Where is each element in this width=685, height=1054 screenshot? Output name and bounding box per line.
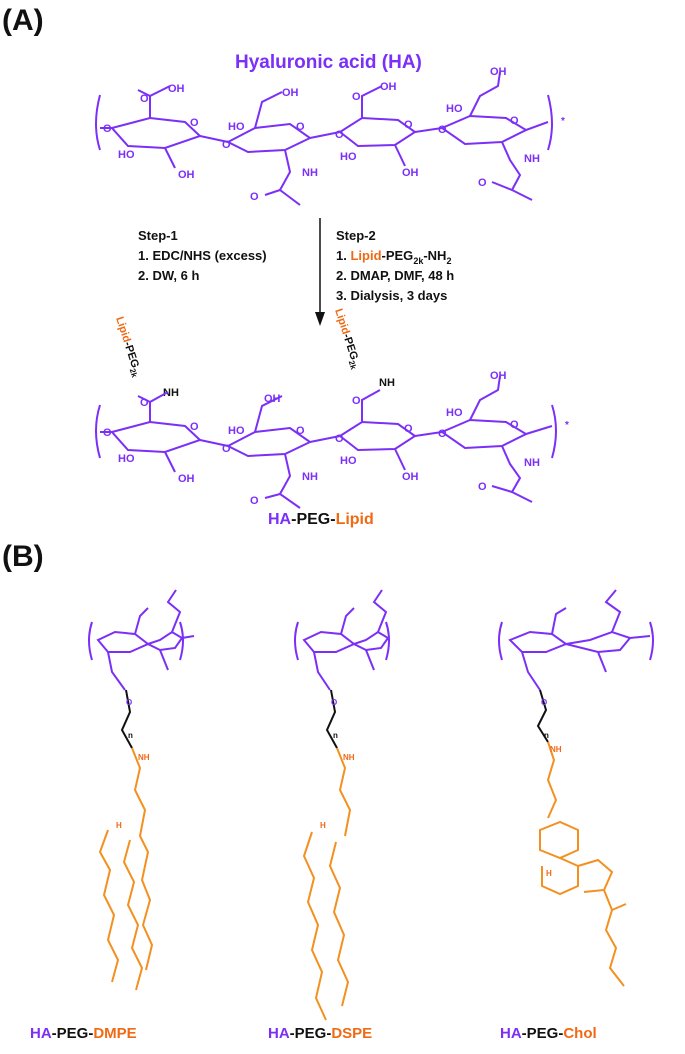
atom-label: O (541, 698, 547, 707)
atom-label: H (546, 869, 552, 878)
atom-label: O (140, 93, 149, 105)
atom-label: HO (228, 121, 245, 133)
atom-label: NH (550, 745, 562, 754)
svg-text:Lipid-PEG2k: Lipid-PEG2k (111, 315, 144, 379)
atom-label: NH (302, 167, 318, 179)
atom-label: O (103, 427, 112, 439)
step-2-line-3: 3. Dialysis, 3 days (336, 288, 447, 303)
atom-label: * (561, 116, 565, 127)
svg-text:Lipid-PEG2k: Lipid-PEG2k (330, 307, 363, 371)
atom-label: H (116, 821, 122, 830)
atom-label: H (320, 821, 326, 830)
atom-label: HO (228, 425, 245, 437)
panel-a-label: (A) (2, 4, 44, 37)
step-1-conditions: Step-1 1. EDC/NHS (excess) 2. DW, 6 h (138, 228, 267, 283)
conjugate-chol-structure (498, 589, 654, 987)
atom-label: O (190, 117, 199, 129)
atom-label: * (565, 420, 569, 431)
conjugate-dmpe-atom-labels: O n NH H (116, 698, 150, 830)
atom-label: O (438, 428, 447, 440)
atom-label: OH (490, 66, 507, 78)
atom-label: O (103, 123, 112, 135)
atom-label: OH (168, 83, 185, 95)
step-2-conditions: Step-2 1. Lipid-PEG2k-NH2 2. DMAP, DMF, … (336, 228, 454, 303)
atom-label: OH (402, 471, 419, 483)
atom-label: O (140, 397, 149, 409)
atom-label: O (222, 139, 231, 151)
atom-label: HO (340, 151, 357, 163)
atom-label: HO (118, 453, 135, 465)
conjugate-dspe-atom-labels: O n NH H (320, 698, 355, 830)
atom-label: NH (524, 457, 540, 469)
atom-label: O (250, 191, 259, 203)
atom-label: O (478, 177, 487, 189)
atom-label: n (333, 731, 338, 740)
atom-label: HO (446, 407, 463, 419)
step-2-title: Step-2 (336, 228, 376, 243)
atom-label: O (352, 395, 361, 407)
atom-label: HO (446, 103, 463, 115)
atom-label: O (222, 443, 231, 455)
panel-b-label: (B) (2, 540, 44, 573)
pendant-lipid-peg-left: Lipid-PEG2k (111, 315, 144, 379)
ha-backbone-top (95, 71, 553, 206)
ha-backbone-bottom (95, 375, 557, 509)
atom-label: OH (264, 393, 281, 405)
atom-label: OH (490, 370, 507, 382)
atom-label: O (478, 481, 487, 493)
atom-label: O (510, 419, 519, 431)
step-2-line-1: 1. Lipid-PEG2k-NH2 (336, 248, 451, 266)
atom-label: OH (402, 167, 419, 179)
pendant-lipid-peg-right: Lipid-PEG2k (330, 307, 363, 371)
reaction-arrowhead (315, 312, 325, 326)
atom-label: O (352, 91, 361, 103)
atom-label: HO (340, 455, 357, 467)
step-2-line-2: 2. DMAP, DMF, 48 h (336, 268, 454, 283)
conjugate-dmpe-structure (88, 589, 195, 991)
atom-label: n (544, 731, 549, 740)
conjugate-chol-atom-labels: O n NH H (541, 698, 562, 878)
step-1-title: Step-1 (138, 228, 178, 243)
step-1-line-2: 2. DW, 6 h (138, 268, 199, 283)
atom-label: OH (178, 473, 195, 485)
step-1-line-1: 1. EDC/NHS (excess) (138, 248, 267, 263)
conjugate-dspe-structure (294, 589, 390, 1021)
ha-title: Hyaluronic acid (HA) (235, 52, 422, 73)
atom-label: NH (302, 471, 318, 483)
atom-label: OH (282, 87, 299, 99)
atom-label: NH (343, 753, 355, 762)
atom-label: O (296, 425, 305, 437)
atom-label: NH (138, 753, 150, 762)
atom-label: OH (380, 81, 397, 93)
atom-label: O (126, 698, 132, 707)
pendant-nh-left: NH (163, 387, 179, 399)
atom-label: O (404, 423, 413, 435)
atom-label: HO (118, 149, 135, 161)
atom-label: O (510, 115, 519, 127)
product-label: HA-PEG-Lipid (268, 511, 374, 528)
conjugate-label-dmpe: HA-PEG-DMPE (30, 1025, 137, 1042)
ha-top-atom-labels: O OH O HO OH O O OH HO O NH O O O OH O O… (103, 66, 565, 203)
atom-label: O (250, 495, 259, 507)
atom-label: O (404, 119, 413, 131)
atom-label: O (335, 129, 344, 141)
pendant-nh-right: NH (379, 377, 395, 389)
atom-label: O (438, 124, 447, 136)
atom-label: O (296, 121, 305, 133)
atom-label: O (190, 421, 199, 433)
atom-label: NH (524, 153, 540, 165)
conjugate-label-chol: HA-PEG-Chol (500, 1025, 597, 1042)
atom-label: O (335, 433, 344, 445)
conjugate-label-dspe: HA-PEG-DSPE (268, 1025, 372, 1042)
atom-label: n (128, 731, 133, 740)
ha-bottom-atom-labels: O O HO OH O O OH HO O NH O O O O OH HO O… (103, 370, 569, 507)
atom-label: OH (178, 169, 195, 181)
atom-label: O (331, 698, 337, 707)
